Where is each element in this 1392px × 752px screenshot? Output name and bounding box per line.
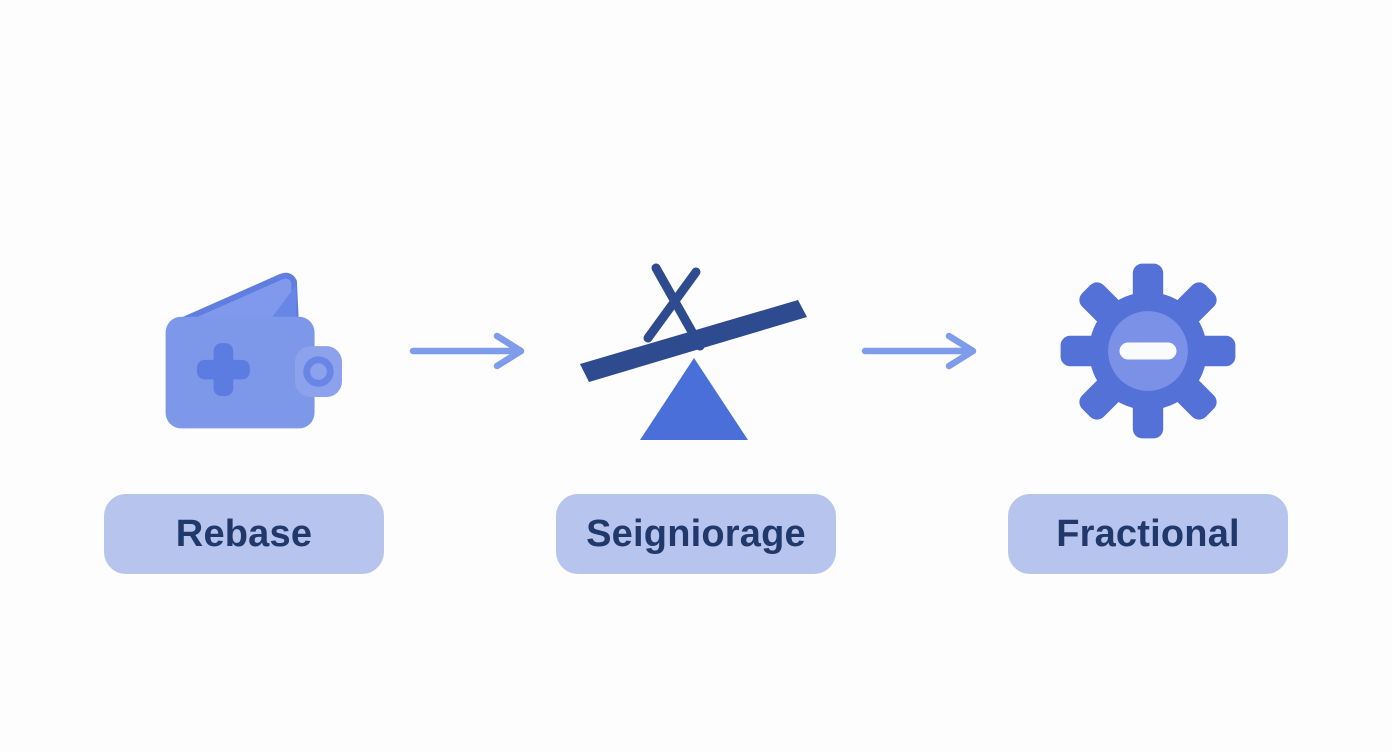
wallet-plus-svg: [165, 272, 342, 429]
minus-sign: [1119, 342, 1177, 360]
wallet-clasp-ring: [303, 356, 334, 387]
step-label-rebase: Rebase: [175, 512, 313, 555]
wallet-plus-icon: [104, 256, 384, 446]
label-pill-seigniorage: Seigniorage: [556, 494, 836, 574]
seesaw-plank: [580, 300, 807, 382]
step-label-seigniorage: Seigniorage: [586, 512, 806, 555]
wallet-flap: [174, 272, 299, 326]
step-rebase: Rebase: [104, 256, 384, 574]
balance-seesaw-svg: [580, 263, 807, 440]
label-pill-fractional: Fractional: [1008, 494, 1288, 574]
fulcrum-triangle: [640, 358, 748, 440]
gear-minus-icon: [1008, 256, 1288, 446]
gear-minus-svg: [1060, 263, 1236, 439]
right-arrow-icon: [861, 332, 977, 370]
right-arrow-icon: [409, 332, 525, 370]
step-fractional: Fractional: [1008, 256, 1288, 574]
flow-row: Rebase: [104, 256, 1288, 574]
arrow-1: [384, 256, 556, 446]
label-pill-rebase: Rebase: [104, 494, 384, 574]
plus-sign: [196, 343, 250, 397]
wallet-clasp-tab: [294, 346, 342, 398]
arrow-2: [836, 256, 1008, 446]
balance-seesaw-icon: [556, 256, 836, 446]
step-label-fractional: Fractional: [1056, 512, 1240, 555]
step-seigniorage: Seigniorage: [556, 256, 836, 574]
